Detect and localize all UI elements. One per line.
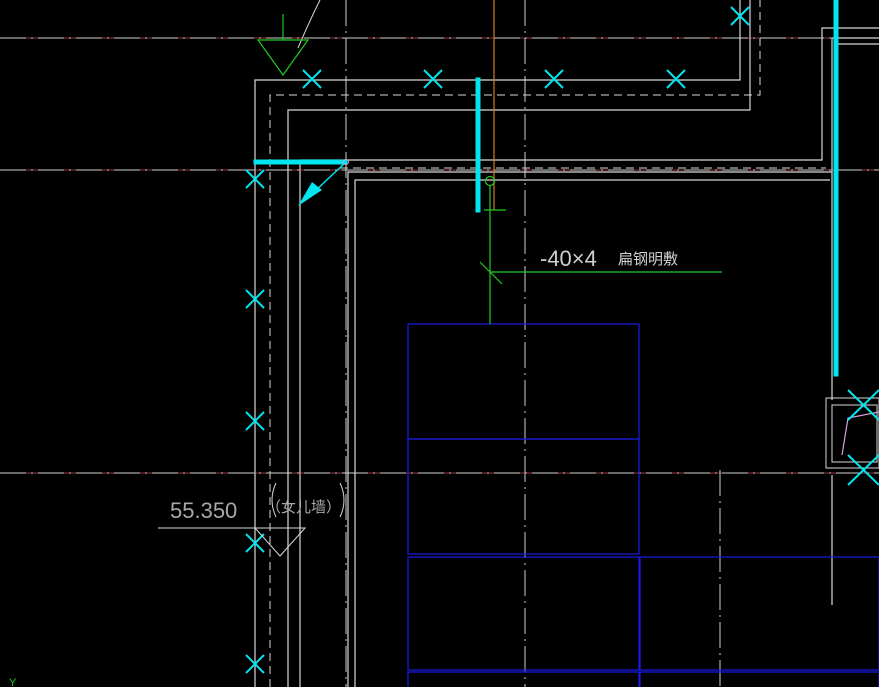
arrow-icon bbox=[298, 159, 349, 206]
x-cross-icon bbox=[423, 69, 443, 89]
triangle-down-icon bbox=[256, 14, 310, 77]
blue-room-outlines bbox=[407, 323, 879, 687]
ucs-axis-label: Y bbox=[9, 677, 17, 687]
x-cross-icon bbox=[730, 6, 750, 26]
grounding-conductors bbox=[253, 0, 839, 377]
steel-leader bbox=[479, 175, 722, 324]
ground-markers bbox=[245, 6, 879, 674]
steel-method-label: 扁钢明敷 bbox=[618, 250, 678, 268]
x-cross-icon bbox=[847, 454, 879, 486]
x-cross-icon bbox=[245, 289, 265, 309]
x-cross-icon bbox=[544, 69, 564, 89]
x-cross-icon bbox=[666, 69, 686, 89]
top-curve bbox=[297, 0, 321, 49]
x-cross-icon bbox=[245, 533, 265, 553]
elevation-value-label: 55.350 bbox=[170, 498, 237, 523]
steel-spec-label: -40×4 bbox=[540, 246, 597, 271]
x-cross-icon bbox=[245, 654, 265, 674]
elevation-note-label: （女儿墙） bbox=[266, 498, 341, 516]
x-cross-icon bbox=[245, 411, 265, 431]
ucs-axis-icon: Y bbox=[9, 677, 17, 687]
dashed-routing bbox=[269, 0, 826, 687]
red-grid-lines bbox=[0, 37, 879, 474]
junction-box bbox=[825, 397, 879, 469]
triangle-down-icon bbox=[158, 482, 345, 557]
x-cross-icon bbox=[245, 169, 265, 189]
x-cross-icon bbox=[847, 389, 879, 421]
x-cross-icon bbox=[302, 69, 322, 89]
parapet-wall-lines bbox=[254, 0, 879, 687]
